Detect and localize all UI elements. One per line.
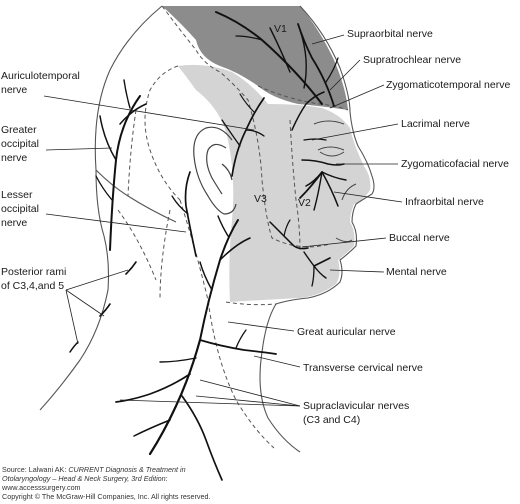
leader-lines	[43, 34, 403, 407]
label-supraorbital-nerve: Supraorbital nerve	[347, 28, 433, 40]
zone-label-v2: V2	[298, 197, 311, 209]
zone-label-v1: V1	[274, 23, 287, 35]
label-auriculotemporal-line1: Auriculotemporal	[1, 70, 80, 82]
label-posterior-rami-line1: Posterior rami	[1, 266, 66, 278]
lesser-occipital-branches	[184, 171, 197, 257]
source-credit-line2: Otolaryngology – Head & Neck Surgery, 3r…	[2, 474, 168, 484]
label-supratrochlear-nerve: Supratrochlear nerve	[363, 54, 461, 66]
label-supraclavicular-levels: (C3 and C4)	[303, 414, 360, 426]
source-title-suffix: :	[165, 474, 168, 483]
label-zygomaticotemporal-nerve: Zygomaticotemporal nerve	[386, 79, 510, 91]
label-lesser-occipital-line1: Lesser	[1, 189, 33, 201]
label-supraclavicular-nerves: Supraclavicular nerves	[303, 400, 409, 412]
posterior-rami-branches	[125, 261, 137, 275]
v2-v3-zone	[178, 64, 371, 302]
source-prefix: Source: Lalwani AK:	[2, 465, 69, 474]
source-title-part2: Otolaryngology – Head & Neck Surgery, 3r…	[2, 474, 166, 483]
facial-features	[313, 120, 357, 243]
zygomaticofacial-branches	[301, 159, 345, 166]
source-credit-line1: Source: Lalwani AK: CURRENT Diagnosis & …	[2, 465, 186, 475]
label-infraorbital-nerve: Infraorbital nerve	[405, 196, 484, 208]
label-greater-occipital-line2: occipital	[1, 138, 39, 150]
label-lacrimal-nerve: Lacrimal nerve	[401, 118, 470, 130]
label-greater-occipital-line3: nerve	[1, 152, 27, 164]
label-transverse-cervical-nerve: Transverse cervical nerve	[303, 362, 423, 374]
label-zygomaticofacial-nerve: Zygomaticofacial nerve	[401, 158, 509, 170]
ear	[193, 126, 237, 215]
source-title-part1: CURRENT Diagnosis & Treatment in	[68, 465, 186, 474]
source-url: www.accesssurgery.com	[2, 483, 81, 492]
copyright-notice: Copyright © The McGraw-Hill Companies, I…	[2, 492, 211, 501]
label-lesser-occipital-line3: nerve	[1, 217, 27, 229]
mental-branches	[313, 257, 331, 267]
supraclavicular-branches	[148, 338, 202, 456]
label-lesser-occipital-line2: occipital	[1, 203, 39, 215]
zygomaticotemporal-branches	[291, 91, 325, 131]
label-buccal-nerve: Buccal nerve	[389, 232, 450, 244]
label-greater-occipital-line1: Greater	[1, 124, 37, 136]
label-mental-nerve: Mental nerve	[386, 266, 447, 278]
label-posterior-rami-line2: of C3,4,and 5	[1, 280, 64, 292]
label-great-auricular-nerve: Great auricular nerve	[297, 326, 396, 338]
buccal-branches	[269, 221, 309, 250]
nerve-branches	[69, 11, 347, 481]
supratrochlear-branches	[297, 23, 335, 107]
label-auriculotemporal-line2: nerve	[1, 84, 27, 96]
dermatome-boundaries	[117, 5, 349, 449]
transverse-cervical-branches	[199, 339, 277, 355]
zone-label-v3: V3	[254, 193, 267, 205]
